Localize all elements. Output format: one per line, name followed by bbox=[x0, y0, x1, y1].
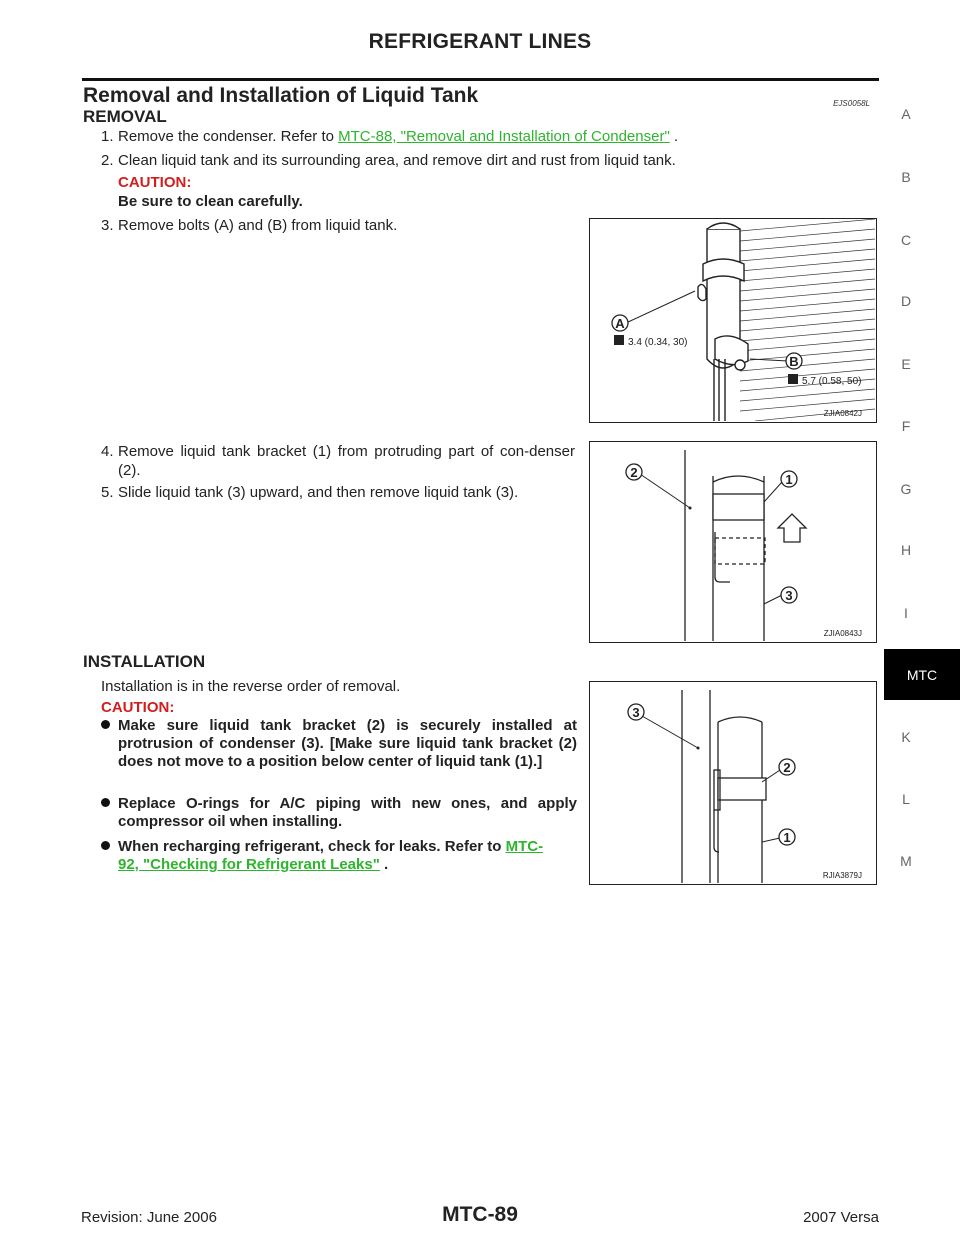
bullet-dot bbox=[101, 720, 110, 729]
footer-revision: Revision: June 2006 bbox=[81, 1209, 217, 1226]
header-rule bbox=[82, 78, 879, 81]
bullet-text-after: . bbox=[379, 856, 389, 873]
leak-check-link-part1[interactable]: MTC- bbox=[505, 838, 544, 855]
step-text: Slide liquid tank (3) upward, and then r… bbox=[118, 484, 519, 501]
side-tab-d[interactable]: D bbox=[900, 293, 912, 309]
fig3-label-3: 3 bbox=[632, 705, 639, 720]
installation-bullet-2: Replace O-rings for A/C piping with new … bbox=[101, 795, 577, 831]
side-tab-i[interactable]: I bbox=[904, 605, 908, 621]
figure-id: RJIA3879J bbox=[822, 871, 862, 880]
bullet-text: When recharging refrigerant, check for l… bbox=[118, 838, 506, 855]
fig1-label-a: A bbox=[615, 316, 625, 331]
fig2-label-1: 1 bbox=[785, 472, 792, 487]
bullet-text: Make sure liquid tank bracket (2) is sec… bbox=[118, 717, 577, 770]
side-tab-h[interactable]: H bbox=[900, 542, 912, 558]
footer-model: 2007 Versa bbox=[803, 1209, 879, 1226]
fig1-torque-a: 3.4 (0.34, 30) bbox=[628, 337, 687, 348]
step-number: 3. bbox=[101, 217, 114, 234]
figure-bracket-removal: 2 1 3 ZJIA0843J bbox=[589, 441, 877, 643]
figure-installation: 3 2 1 RJIA3879J bbox=[589, 681, 877, 885]
side-tab-a[interactable]: A bbox=[901, 106, 911, 122]
fig3-label-1: 1 bbox=[783, 830, 790, 845]
figure-installation-drawing: 3 2 1 bbox=[627, 690, 796, 883]
footer-page-number: MTC-89 bbox=[442, 1203, 518, 1226]
intro-text: Installation is in the reverse order of … bbox=[101, 678, 401, 695]
side-tab-m[interactable]: M bbox=[900, 853, 912, 869]
removal-heading: REMOVAL bbox=[83, 107, 167, 126]
step-text: Remove bolts (A) and (B) from liquid tan… bbox=[118, 217, 398, 234]
side-tab-f[interactable]: F bbox=[901, 418, 911, 434]
bullet-dot bbox=[101, 798, 110, 807]
fig3-label-2: 2 bbox=[783, 760, 790, 775]
leak-check-link-part2[interactable]: 92, "Checking for Refrigerant Leaks" bbox=[118, 856, 380, 873]
step-number: 1. bbox=[101, 128, 114, 145]
step-text: Remove the condenser. Refer to bbox=[118, 128, 339, 145]
installation-caution-label: CAUTION: bbox=[101, 699, 175, 716]
step-number: 4. bbox=[101, 443, 114, 460]
figure-bracket-drawing: 2 1 3 bbox=[625, 450, 808, 641]
fig2-label-2: 2 bbox=[630, 465, 637, 480]
side-tab-g[interactable]: G bbox=[900, 481, 912, 497]
bullet-text: Replace O-rings for A/C piping with new … bbox=[118, 795, 577, 830]
fig2-label-3: 3 bbox=[785, 588, 792, 603]
installation-bullet-3: When recharging refrigerant, check for l… bbox=[101, 838, 577, 874]
section-title: Removal and Installation of Liquid Tank bbox=[83, 84, 479, 107]
side-tab-k[interactable]: K bbox=[901, 729, 911, 745]
figure-id: ZJIA0842J bbox=[823, 409, 862, 418]
step-text: Remove liquid tank bracket (1) from prot… bbox=[118, 443, 575, 479]
installation-heading: INSTALLATION bbox=[83, 652, 206, 671]
step-number: 5. bbox=[101, 484, 114, 501]
removal-caution-label: CAUTION: bbox=[118, 174, 192, 191]
side-tab-mtc-active[interactable]: MTC bbox=[884, 649, 960, 700]
side-tab-e[interactable]: E bbox=[901, 356, 911, 372]
figure-bolts: A 3.4 (0.34, 30) B 5.7 (0.58, 50) ZJIA08… bbox=[589, 218, 877, 423]
step-text: Clean liquid tank and its surrounding ar… bbox=[118, 152, 676, 169]
page-header-title: REFRIGERANT LINES bbox=[368, 30, 592, 53]
step-number: 2. bbox=[101, 152, 114, 169]
side-tab-b[interactable]: B bbox=[901, 169, 911, 185]
bullet-dot bbox=[101, 841, 110, 850]
section-code: EJS0058L bbox=[833, 99, 870, 108]
side-tab-l[interactable]: L bbox=[902, 791, 910, 807]
installation-intro: Installation is in the reverse order of … bbox=[101, 677, 571, 696]
figure-bolts-drawing: A 3.4 (0.34, 30) B 5.7 (0.58, 50) bbox=[611, 219, 875, 421]
fig1-label-b: B bbox=[789, 354, 798, 369]
installation-bullet-1: Make sure liquid tank bracket (2) is sec… bbox=[101, 717, 577, 771]
condenser-removal-link[interactable]: MTC-88, "Removal and Installation of Con… bbox=[338, 128, 670, 145]
figure-id: ZJIA0843J bbox=[823, 629, 862, 638]
step-text-after: . bbox=[669, 128, 679, 145]
fig1-torque-b: 5.7 (0.58, 50) bbox=[802, 376, 861, 387]
removal-caution-text: Be sure to clean carefully. bbox=[118, 193, 303, 210]
side-tab-c[interactable]: C bbox=[900, 232, 912, 248]
